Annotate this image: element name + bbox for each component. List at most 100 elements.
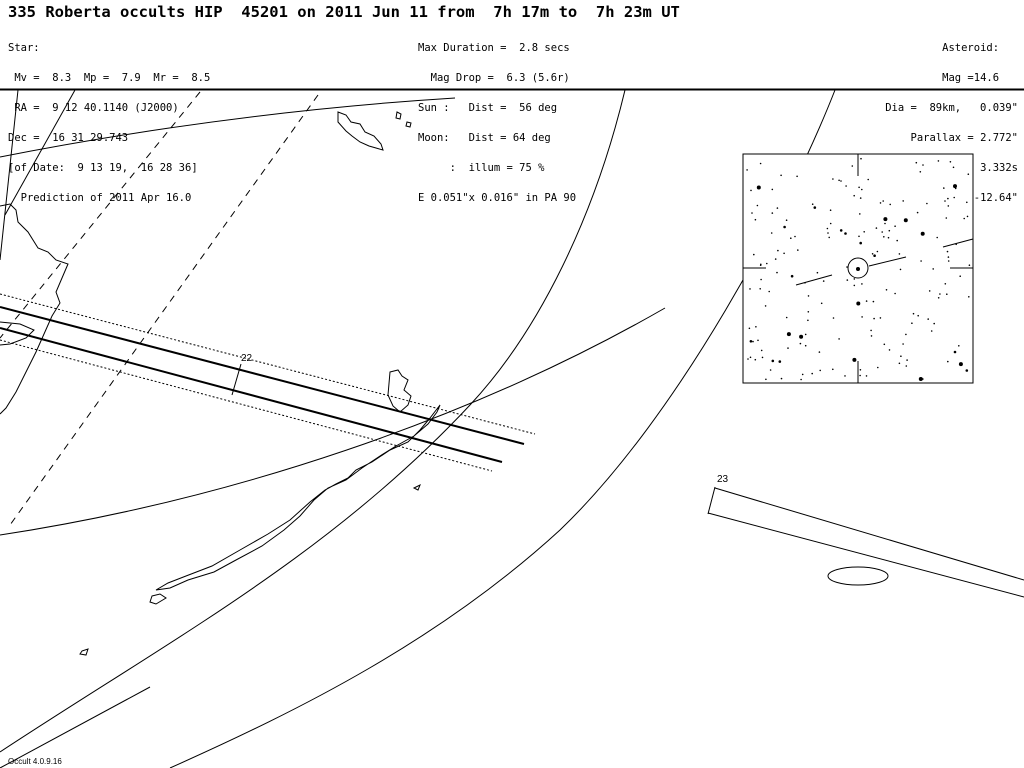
background-star [884, 222, 886, 225]
page-title: 335 Roberta occults HIP 45201 on 2011 Ju… [8, 3, 680, 21]
background-star [777, 249, 779, 252]
background-star [917, 314, 919, 317]
background-star [912, 312, 915, 315]
background-star [966, 201, 968, 204]
background-star [759, 162, 762, 165]
background-star [829, 222, 832, 225]
background-star [804, 344, 807, 347]
background-star [944, 200, 946, 202]
background-star [820, 302, 823, 305]
background-star [832, 317, 835, 319]
event-info-line: Moon: Dist = 64 deg [418, 132, 551, 144]
path-continuation-south [707, 512, 1024, 598]
background-star [872, 300, 875, 303]
background-star [774, 258, 777, 260]
longitude-arc [0, 89, 19, 261]
background-star [747, 358, 749, 360]
background-star [898, 253, 901, 255]
background-star [811, 203, 814, 205]
background-star [887, 236, 890, 239]
background-star [838, 179, 840, 182]
background-star [828, 236, 830, 239]
background-star [853, 284, 856, 287]
background-star [749, 356, 752, 359]
background-star [807, 319, 809, 322]
background-star [888, 349, 891, 351]
background-star [860, 157, 862, 160]
background-star [894, 292, 896, 295]
background-star [801, 373, 804, 376]
background-star [883, 217, 888, 222]
longitude-arc [169, 89, 836, 768]
background-star [937, 160, 940, 162]
background-star [861, 188, 863, 191]
background-star [794, 235, 796, 238]
shadow-north-limit [0, 306, 525, 445]
background-star [771, 212, 774, 214]
background-star [953, 196, 955, 199]
background-star [859, 213, 861, 215]
background-star [879, 202, 882, 204]
background-stars [746, 157, 971, 381]
coastlines [0, 111, 441, 656]
background-star [899, 268, 902, 271]
background-star [780, 174, 782, 177]
background-star [765, 378, 767, 381]
background-star [858, 235, 860, 238]
background-star [870, 335, 873, 337]
background-star [800, 378, 802, 381]
asteroid-info-line: Parallax = 2.772" [910, 132, 1018, 144]
background-star [859, 369, 862, 371]
background-star [783, 225, 786, 229]
background-star [967, 173, 970, 175]
background-star [799, 334, 804, 339]
background-star [900, 355, 902, 358]
shadow-south-limit [0, 327, 503, 463]
background-star [776, 207, 779, 209]
background-star [853, 278, 856, 280]
star-info-line: RA = 9 12 40.1140 (J2000) [8, 102, 179, 114]
path-continuation-north [714, 487, 1024, 581]
background-star [785, 316, 788, 319]
background-star [918, 377, 923, 381]
background-star [920, 260, 922, 262]
background-star [790, 274, 794, 278]
background-star [928, 290, 931, 292]
star-info-block: Star: Mv = 8.3 Mp = 7.9 Mr = 8.5 RA = 9 … [8, 23, 210, 223]
background-star [797, 249, 799, 251]
sigma-south-limit [0, 339, 493, 472]
background-star [851, 165, 854, 167]
background-star [881, 231, 883, 233]
background-star [748, 327, 751, 330]
background-star [768, 290, 770, 293]
background-star [883, 236, 885, 238]
background-star [756, 204, 759, 207]
background-star [952, 166, 955, 169]
background-star [865, 300, 868, 302]
background-star [827, 232, 829, 234]
background-star [944, 283, 947, 285]
star-chart-markers [743, 154, 974, 383]
background-star [785, 219, 788, 221]
background-star [751, 212, 753, 214]
background-star [844, 375, 846, 377]
background-star [933, 322, 935, 325]
background-star [846, 266, 848, 268]
software-version: Occult 4.0.9.16 [8, 757, 62, 766]
background-star [764, 305, 767, 307]
background-star [936, 236, 938, 239]
background-star [930, 330, 933, 332]
background-star [760, 349, 763, 352]
background-star [746, 169, 748, 171]
longitude-arc [4, 89, 76, 216]
background-star [796, 175, 798, 178]
shadow-path [0, 293, 1024, 598]
target-star [856, 267, 860, 271]
latitude-arc [0, 307, 666, 536]
background-star [939, 293, 941, 295]
background-star [896, 239, 898, 242]
star-info-line: [of Date: 9 13 19, 16 28 36] [8, 162, 198, 174]
background-star [856, 301, 861, 306]
